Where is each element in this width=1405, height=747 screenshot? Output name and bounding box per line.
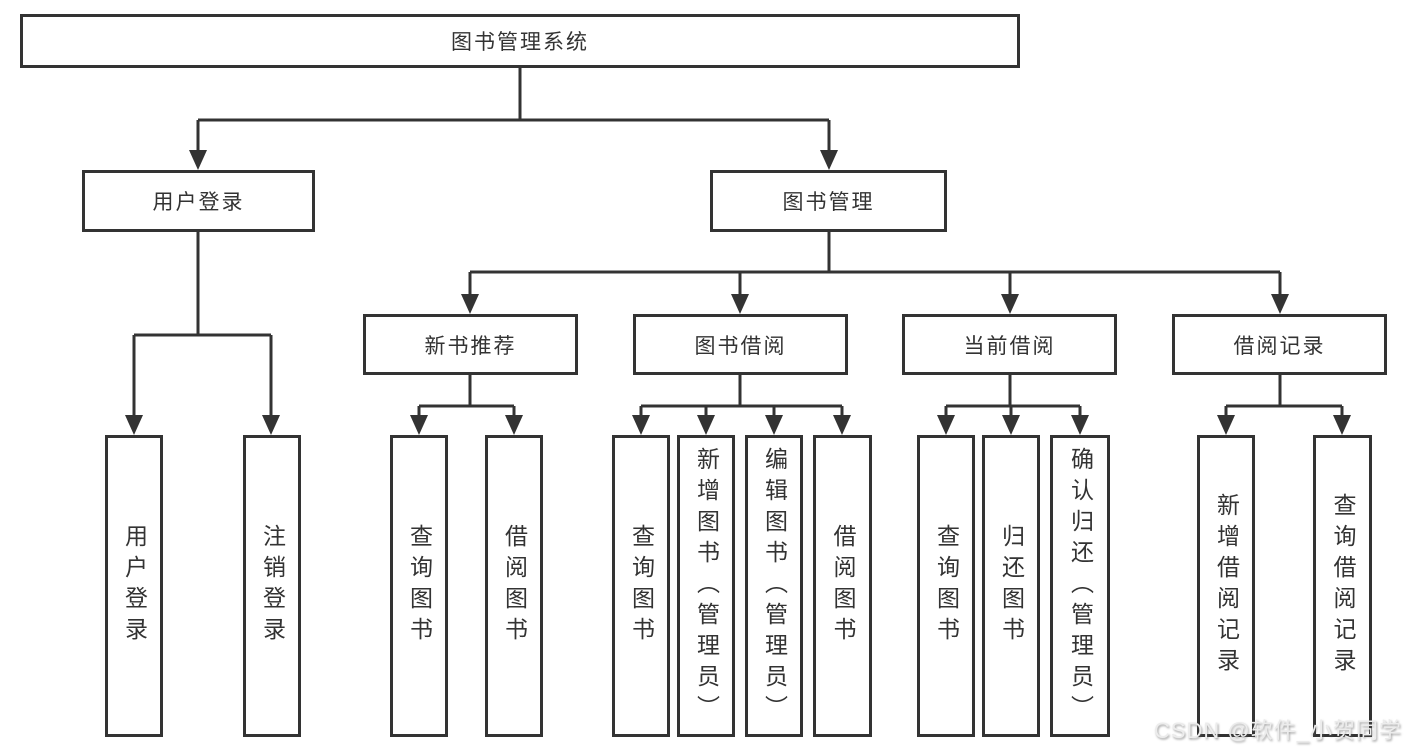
node-leaf-confirm-return-admin: 确认归还（管理员） bbox=[1050, 435, 1110, 737]
connector-newbookrec-to-leaves bbox=[410, 375, 523, 435]
node-leaf-query-borrow-record: 查询借阅记录 bbox=[1313, 435, 1372, 737]
node-leaf-add-borrow-record: 新增借阅记录 bbox=[1197, 435, 1255, 737]
node-leaf-query-books-rec: 查询图书 bbox=[390, 435, 448, 737]
node-leaf-return-books: 归还图书 bbox=[982, 435, 1040, 737]
node-current-borrowing: 当前借阅 bbox=[902, 314, 1117, 375]
node-user-login-module: 用户登录 bbox=[82, 170, 315, 232]
node-leaf-user-login: 用户登录 bbox=[105, 435, 163, 737]
node-leaf-add-books-admin: 新增图书（管理员） bbox=[677, 435, 735, 737]
node-new-book-recommend: 新书推荐 bbox=[363, 314, 578, 375]
node-leaf-logout: 注销登录 bbox=[243, 435, 301, 737]
connector-borrowrecords-to-leaves bbox=[1217, 375, 1351, 435]
csdn-watermark: CSDN @软件_小贺同学 bbox=[1153, 718, 1402, 743]
node-leaf-borrow-books-rec: 借阅图书 bbox=[485, 435, 543, 737]
node-leaf-query-books-current: 查询图书 bbox=[917, 435, 975, 737]
node-leaf-borrow-books: 借阅图书 bbox=[813, 435, 872, 737]
node-book-borrowing: 图书借阅 bbox=[633, 314, 848, 375]
connector-bookmgmt-to-level3 bbox=[461, 232, 1289, 314]
connector-userlogin-to-leaves bbox=[125, 232, 280, 435]
node-borrowing-records: 借阅记录 bbox=[1172, 314, 1387, 375]
connector-root-to-level2 bbox=[189, 68, 838, 170]
node-system-root: 图书管理系统 bbox=[20, 14, 1020, 68]
connector-bookborrow-to-leaves bbox=[632, 375, 851, 435]
connector-currentborrow-to-leaves bbox=[937, 375, 1089, 435]
node-book-management-module: 图书管理 bbox=[710, 170, 947, 232]
node-leaf-edit-books-admin: 编辑图书（管理员） bbox=[745, 435, 803, 737]
node-leaf-query-books-borrow: 查询图书 bbox=[612, 435, 670, 737]
